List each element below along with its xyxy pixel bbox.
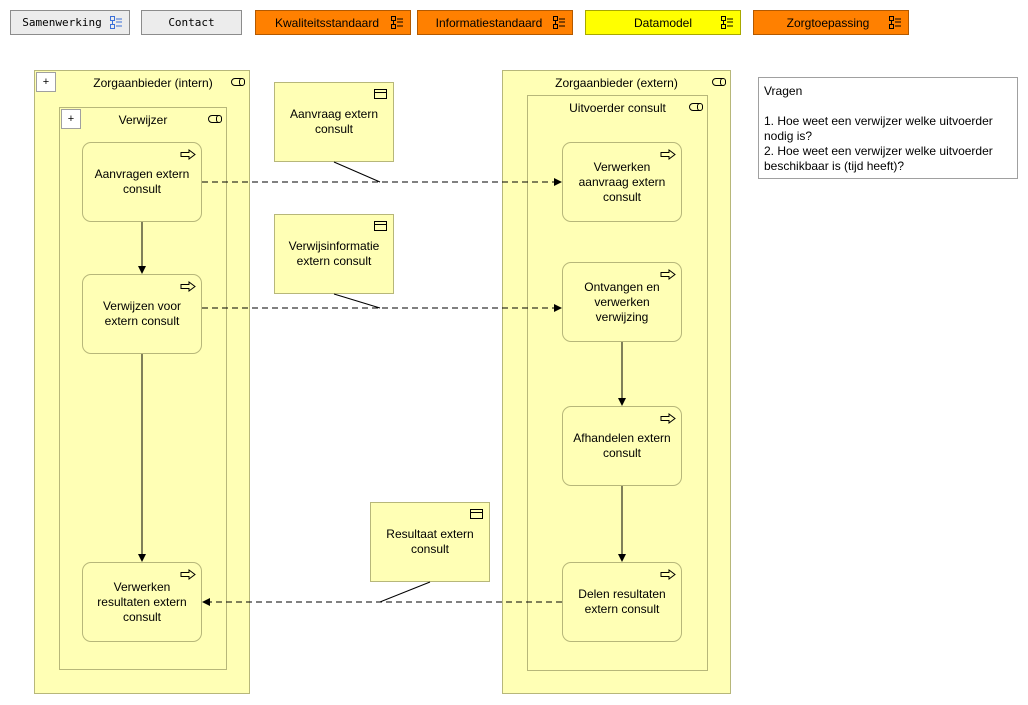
process-arrow-icon	[180, 569, 196, 580]
data-object-resultaat-extern-consult[interactable]: Resultaat extern consult	[370, 502, 490, 582]
business-role-icon	[689, 103, 703, 111]
data-object-label: Verwijsinformatie extern consult	[288, 239, 380, 268]
role-title: Verwijzer	[118, 113, 168, 127]
role-title: Zorgaanbieder (intern)	[93, 76, 213, 90]
data-object-icon	[374, 89, 387, 99]
model-icon	[889, 16, 901, 29]
data-object-verwijsinformatie-extern-consult[interactable]: Verwijsinformatie extern consult	[274, 214, 394, 294]
process-aanvragen-extern-consult[interactable]: Aanvragen extern consult	[82, 142, 202, 222]
nav-contact-label: Contact	[168, 16, 215, 29]
note-title: Vragen	[764, 84, 803, 98]
nav-informatiestandaard-label: Informatiestandaard	[435, 15, 543, 30]
expand-button[interactable]: +	[36, 72, 56, 92]
nav-kwaliteitsstandaard-button[interactable]: Kwaliteitsstandaard	[255, 10, 411, 35]
note-vragen[interactable]: Vragen 1. Hoe weet een verwijzer welke u…	[758, 77, 1018, 179]
note-spacer	[764, 99, 1012, 114]
data-object-label: Resultaat extern consult	[386, 527, 474, 556]
nav-contact-button[interactable]: Contact	[141, 10, 242, 35]
data-object-icon	[470, 509, 483, 519]
process-label: Verwijzen voor extern consult	[102, 299, 182, 328]
nav-informatiestandaard-button[interactable]: Informatiestandaard	[417, 10, 573, 35]
model-icon	[110, 16, 122, 29]
model-icon	[553, 16, 565, 29]
process-arrow-icon	[180, 281, 196, 292]
nav-kwaliteitsstandaard-label: Kwaliteitsstandaard	[274, 15, 380, 30]
nav-samenwerking-button[interactable]: Samenwerking	[10, 10, 130, 35]
process-delen-resultaten-extern-consult[interactable]: Delen resultaten extern consult	[562, 562, 682, 642]
process-arrow-icon	[660, 569, 676, 580]
process-verwerken-resultaten-extern-consult[interactable]: Verwerken resultaten extern consult	[82, 562, 202, 642]
process-arrow-icon	[660, 149, 676, 160]
association-line	[333, 161, 381, 183]
note-question-2: 2. Hoe weet een verwijzer welke uitvoerd…	[764, 144, 993, 173]
association-line	[333, 293, 381, 309]
business-role-icon	[208, 115, 222, 123]
role-title: Zorgaanbieder (extern)	[555, 76, 678, 90]
nav-zorgtoepassing-button[interactable]: Zorgtoepassing	[753, 10, 909, 35]
process-arrow-icon	[660, 269, 676, 280]
model-icon	[721, 16, 733, 29]
process-verwerken-aanvraag-extern-consult[interactable]: Verwerken aanvraag extern consult	[562, 142, 682, 222]
nav-datamodel-button[interactable]: Datamodel	[585, 10, 741, 35]
process-arrow-icon	[180, 149, 196, 160]
nav-samenwerking-label: Samenwerking	[22, 16, 102, 29]
process-label: Afhandelen extern consult	[573, 431, 671, 460]
process-ontvangen-en-verwerken-verwijzing[interactable]: Ontvangen en verwerken verwijzing	[562, 262, 682, 342]
process-label: Verwerken resultaten extern consult	[97, 579, 187, 624]
process-label: Ontvangen en verwerken verwijzing	[584, 279, 660, 324]
nav-zorgtoepassing-label: Zorgtoepassing	[786, 15, 870, 30]
business-role-icon	[712, 78, 726, 86]
process-label: Delen resultaten extern consult	[578, 587, 666, 616]
process-label: Verwerken aanvraag extern consult	[578, 159, 666, 204]
process-label: Aanvragen extern consult	[94, 167, 190, 196]
process-arrow-icon	[660, 413, 676, 424]
role-title: Uitvoerder consult	[569, 101, 666, 115]
model-icon	[391, 16, 403, 29]
data-object-icon	[374, 221, 387, 231]
association-line	[379, 581, 431, 603]
expand-button[interactable]: +	[61, 109, 81, 129]
note-question-1: 1. Hoe weet een verwijzer welke uitvoerd…	[764, 114, 993, 143]
business-role-icon	[231, 78, 245, 86]
data-object-aanvraag-extern-consult[interactable]: Aanvraag extern consult	[274, 82, 394, 162]
process-afhandelen-extern-consult[interactable]: Afhandelen extern consult	[562, 406, 682, 486]
data-object-label: Aanvraag extern consult	[289, 107, 379, 136]
nav-datamodel-label: Datamodel	[633, 15, 693, 30]
process-verwijzen-voor-extern-consult[interactable]: Verwijzen voor extern consult	[82, 274, 202, 354]
